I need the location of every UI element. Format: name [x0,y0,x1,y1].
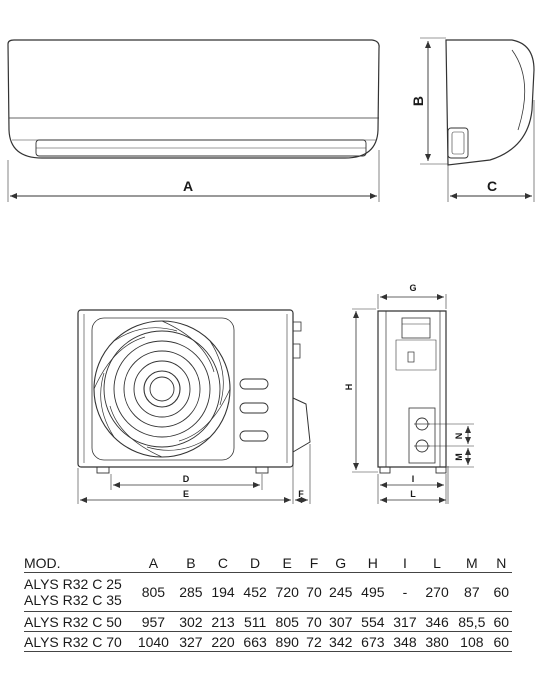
column-header: I [403,554,407,571]
model-cell: ALYS R32 C 25 ALYS R32 C 35 [24,573,132,612]
column-header: D [250,554,261,571]
dimension-e [77,452,294,504]
label-d: D [183,474,190,484]
dimension-h [352,308,378,473]
column-header: C [217,554,229,571]
dimension-d [110,474,263,490]
dimension-g [377,294,447,309]
dimension-l [380,466,449,504]
table-cell: 554 [361,613,385,630]
table-cell: 194 [211,584,235,600]
column-header: F [309,554,319,571]
outdoor-unit-front-view [77,309,311,474]
table-cell: 220 [211,633,235,650]
table-cell: 957 [141,613,166,630]
model-cell: ALYS R32 C 50 [24,613,122,630]
table-cell: 495 [361,584,385,600]
table-cell: 1040 [137,633,169,650]
column-header: MOD. [24,554,61,571]
table-cell: 72 [306,633,322,650]
table-cell: 348 [393,633,417,650]
table-row: ALYS R32 C 50 957 302 213 511 805 70 307… [24,612,512,632]
table-cell: 285 [179,584,203,600]
table-cell: 85,5 [458,613,486,630]
table-cell: - [402,584,408,600]
column-header: M [466,554,478,571]
table-row: ALYS R32 C 25 ALYS R32 C 35 805 285 194 … [24,573,512,612]
label-b: B [410,96,426,106]
table-cell: 342 [329,633,353,650]
column-header: L [433,554,441,571]
dimension-a [7,150,380,202]
table-cell: 673 [361,633,385,650]
table-cell: 302 [179,613,203,630]
label-l: L [410,489,416,499]
dimension-c [447,100,535,202]
column-header: G [335,554,347,571]
table-header-row: MOD. A B C D E F G H I L M N [24,553,512,573]
table-cell: 720 [275,584,299,600]
dimension-f [295,444,311,504]
column-header: N [496,554,507,571]
model-cell: ALYS R32 C 70 [24,633,122,650]
label-g: G [409,283,416,293]
dimension-i [377,474,447,504]
label-n: N [454,433,464,440]
table-cell: 346 [425,613,449,630]
indoor-unit-front-view [7,39,380,159]
table-cell: 60 [493,633,510,650]
indoor-unit-side-view [445,39,535,166]
table-cell: 307 [329,613,353,630]
table-cell: 380 [425,633,449,650]
table-cell: 327 [179,633,203,650]
table-cell: 270 [425,584,449,600]
table-cell: 452 [243,584,267,600]
table-cell: 245 [329,584,353,600]
dimension-b [420,37,448,165]
table-cell: 70 [306,584,322,600]
table-cell: 663 [243,633,267,650]
technical-drawing: A B C [7,37,535,504]
label-h: H [344,384,354,391]
table-cell: 213 [211,613,235,630]
model-name: ALYS R32 C 35 [24,592,122,608]
column-header: A [148,554,159,571]
dimension-m-n [428,423,474,468]
table-cell: 805 [275,613,299,630]
outdoor-unit-side-view [377,310,447,474]
dimension-table: MOD. A B C D E F G H I L M N ALYS R32 C … [24,553,512,652]
label-i: I [412,474,415,484]
model-name: ALYS R32 C 25 [24,576,122,592]
table-cell: 70 [306,613,322,630]
table-cell: 108 [460,633,484,650]
table-cell: 890 [275,633,299,650]
table-cell: 511 [243,613,267,630]
table-cell: 87 [464,584,480,600]
table-cell: 317 [393,613,417,630]
column-header: B [186,554,196,571]
label-m: M [454,453,464,461]
label-c: C [487,178,497,194]
label-f: F [298,489,304,499]
label-a: A [183,178,193,194]
label-e: E [183,489,189,499]
table-cell: 60 [493,584,510,600]
table-row: ALYS R32 C 70 1040 327 220 663 890 72 34… [24,632,512,652]
column-header: E [282,554,292,571]
table-cell: 805 [141,584,166,600]
table-cell: 60 [493,613,510,630]
column-header: H [367,554,378,571]
